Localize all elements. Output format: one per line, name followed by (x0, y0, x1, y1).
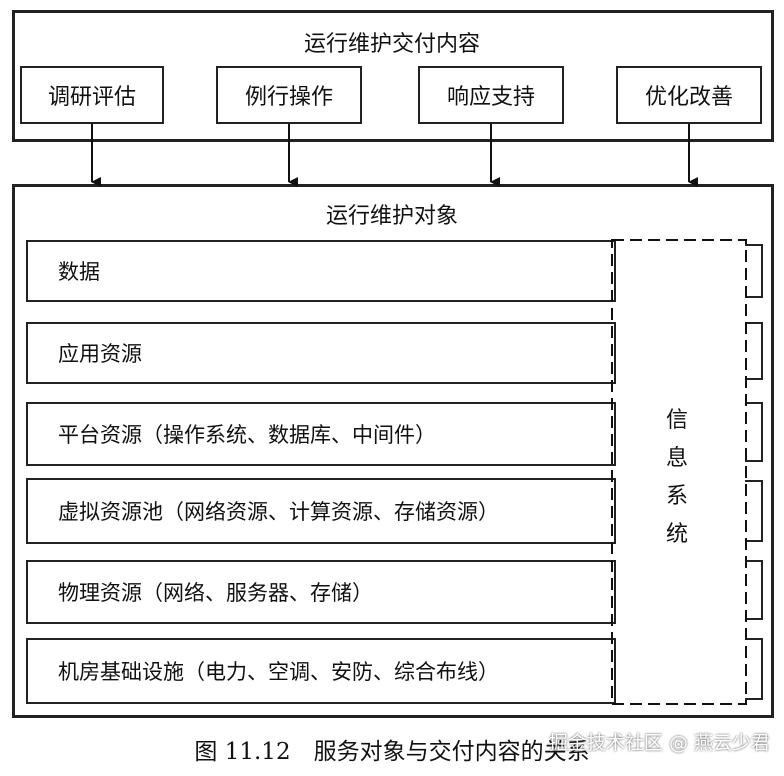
info-system-tab (745, 322, 763, 380)
layer-physical-resources-label: 物理资源（网络、服务器、存储） (58, 581, 373, 605)
ops-object-title: 运行维护对象 (325, 204, 458, 229)
info-system-tab (745, 402, 763, 462)
delivery-item-research: 调研评估 (20, 66, 164, 124)
info-system-char-2: 息 (666, 446, 689, 471)
layer-app-resources-label: 应用资源 (58, 342, 142, 366)
layer-physical-resources: 物理资源（网络、服务器、存储） (26, 560, 616, 624)
layer-datacenter-infra: 机房基础设施（电力、空调、安防、综合布线） (26, 638, 616, 704)
info-system-tab (745, 480, 763, 542)
layer-app-resources: 应用资源 (26, 322, 616, 384)
info-system-tab (745, 244, 763, 298)
info-system-char-3: 系 (666, 484, 689, 509)
watermark: 掘金技术社区 @ 燕云少君 (548, 732, 770, 754)
delivery-item-response: 响应支持 (418, 66, 564, 124)
layer-platform-resources-label: 平台资源（操作系统、数据库、中间件） (58, 423, 436, 447)
layer-data-label: 数据 (58, 260, 100, 284)
layer-virtual-pool-label: 虚拟资源池（网络资源、计算资源、存储资源） (58, 500, 499, 524)
info-system-tab (745, 638, 763, 700)
info-system-column (611, 239, 747, 705)
layer-virtual-pool: 虚拟资源池（网络资源、计算资源、存储资源） (26, 478, 616, 544)
delivery-item-optimize: 优化改善 (616, 66, 762, 124)
info-system-tab (745, 560, 763, 620)
info-system-char-4: 统 (666, 522, 689, 547)
layer-platform-resources: 平台资源（操作系统、数据库、中间件） (26, 402, 616, 466)
delivery-content-title: 运行维护交付内容 (303, 32, 480, 57)
delivery-item-routine: 例行操作 (216, 66, 362, 124)
figure-caption: 图 11.12 服务对象与交付内容的关系 (194, 739, 590, 765)
info-system-char-1: 信 (666, 408, 689, 433)
layer-data: 数据 (26, 240, 616, 302)
layer-datacenter-infra-label: 机房基础设施（电力、空调、安防、综合布线） (58, 660, 499, 684)
